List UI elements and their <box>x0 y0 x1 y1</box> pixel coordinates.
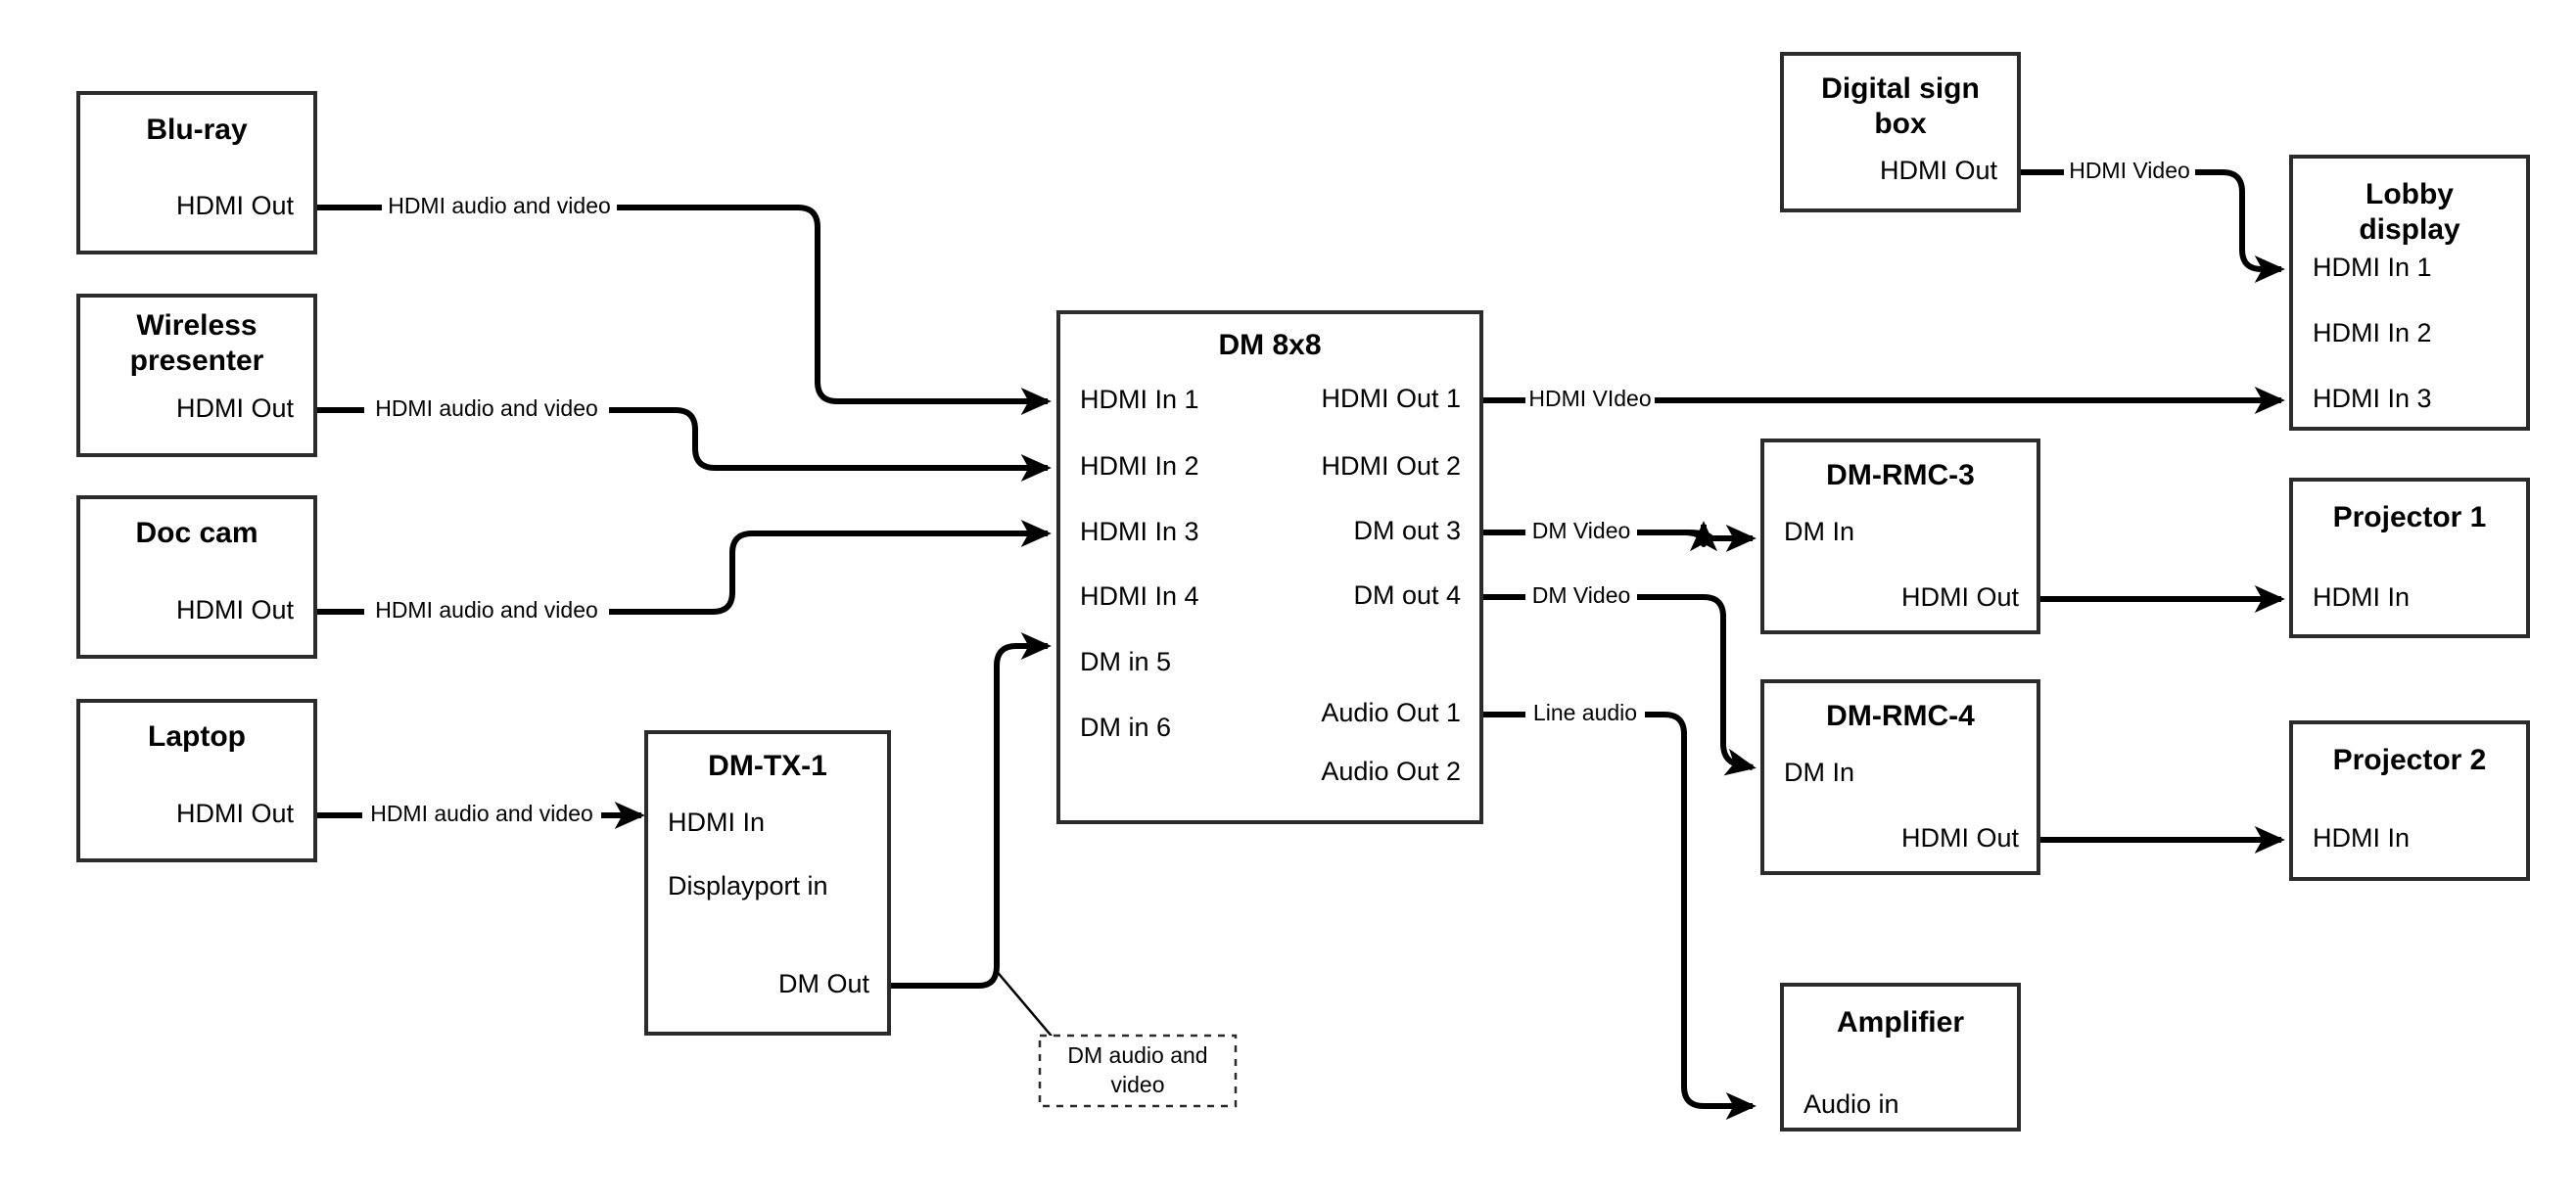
node-lobby-display-title-line2: display <box>2359 213 2460 246</box>
edge-label-dm8x8-audioout1: Line audio <box>1533 700 1637 725</box>
node-laptop-title: Laptop <box>148 720 246 753</box>
node-projector-1-title: Projector 1 <box>2333 501 2487 533</box>
node-bluray[interactable]: Blu-ray HDMI Out <box>76 91 317 254</box>
node-projector-2-box[interactable] <box>2289 720 2530 881</box>
node-digital-sign-box-port-hdmi-out: HDMI Out <box>1880 156 1998 185</box>
node-amplifier[interactable]: Amplifier Audio in <box>1780 983 2021 1132</box>
edge-label-wireless-to-dm8x8: HDMI audio and video <box>375 395 598 421</box>
node-projector-2[interactable]: Projector 2 HDMI In <box>2289 720 2530 881</box>
node-dm-8x8-input-hdmi-in-2: HDMI In 2 <box>1080 451 1199 481</box>
node-projector-2-title: Projector 2 <box>2333 744 2487 776</box>
node-dm-rmc-3-port-hdmi-out: HDMI Out <box>1901 582 2020 612</box>
wire-dm8x8-audioout1-to-amplifier <box>1481 712 1753 1106</box>
edge-label-bluray-to-dm8x8: HDMI audio and video <box>388 193 611 218</box>
edge-label-dm8x8-dmout4: DM Video <box>1532 582 1631 608</box>
node-dm-rmc-4-box[interactable] <box>1760 679 2040 875</box>
callout-dm-audio-and-video-line1: DM audio and <box>1067 1042 1207 1068</box>
node-projector-1[interactable]: Projector 1 HDMI In <box>2289 478 2530 638</box>
wire-dm8x8-dmout3-elbow <box>1637 524 1756 553</box>
callout-dm-audio-and-video-box <box>1038 1034 1238 1108</box>
node-dm-8x8-output-hdmi-out-1: HDMI Out 1 <box>1321 384 1461 413</box>
node-digital-sign-box-title-line1: Digital sign <box>1821 72 1980 105</box>
node-dm-rmc-4[interactable]: DM-RMC-4 DM In HDMI Out <box>1760 679 2040 875</box>
node-dm-8x8-output-dm-out-3: DM out 3 <box>1353 516 1461 545</box>
node-lobby-display-title-line1: Lobby <box>2365 178 2454 210</box>
node-dm-rmc-4-port-dm-in: DM In <box>1784 758 1854 787</box>
node-dm-tx-1-port-hdmi-in: HDMI In <box>668 808 765 837</box>
node-bluray-title: Blu-ray <box>146 114 248 146</box>
node-dm-tx-1[interactable]: DM-TX-1 HDMI In Displayport in DM Out <box>644 730 891 1036</box>
node-laptop-box[interactable] <box>76 699 317 862</box>
node-bluray-port-hdmi-out: HDMI Out <box>176 191 295 220</box>
node-dm-tx-1-port-dm-out: DM Out <box>778 969 870 998</box>
node-projector-1-port-hdmi-in: HDMI In <box>2313 582 2410 612</box>
node-wireless-presenter[interactable]: Wireless presenter HDMI Out <box>76 294 317 457</box>
wire-bluray-to-dm8x8 <box>315 205 1048 401</box>
edge-label-doccam-to-dm8x8: HDMI audio and video <box>375 597 598 623</box>
node-dm-8x8-input-dm-in-6: DM in 6 <box>1080 713 1171 742</box>
edge-label-dm8x8-dmout3: DM Video <box>1532 518 1631 543</box>
callout-dm-audio-and-video-line2: video <box>1111 1072 1165 1097</box>
node-dm-8x8-output-audio-out-2: Audio Out 2 <box>1321 757 1461 786</box>
wire-dmtx1-to-dm8x8 <box>889 631 1052 989</box>
node-wireless-presenter-box[interactable] <box>76 294 317 457</box>
node-digital-sign-box-title-line2: box <box>1874 108 1927 140</box>
node-dm-8x8[interactable]: DM 8x8 HDMI In 1 HDMI In 2 HDMI In 3 HDM… <box>1056 310 1483 824</box>
node-dm-8x8-input-hdmi-in-1: HDMI In 1 <box>1080 385 1199 414</box>
node-dm-rmc-3[interactable]: DM-RMC-3 DM In HDMI Out <box>1760 439 2040 634</box>
node-dm-8x8-input-dm-in-5: DM in 5 <box>1080 647 1171 676</box>
node-dm-8x8-input-hdmi-in-4: HDMI In 4 <box>1080 581 1199 611</box>
node-wireless-presenter-port-hdmi-out: HDMI Out <box>176 393 295 423</box>
node-laptop-port-hdmi-out: HDMI Out <box>176 799 295 828</box>
node-dm-8x8-output-audio-out-1: Audio Out 1 <box>1321 698 1461 727</box>
node-dm-rmc-3-port-dm-in: DM In <box>1784 517 1854 546</box>
edge-label-dm8x8-hdmiout1: HDMI VIdeo <box>1528 386 1651 411</box>
node-lobby-display-port-hdmi-in-3: HDMI In 3 <box>2313 384 2432 413</box>
node-doc-cam-title: Doc cam <box>135 517 258 549</box>
node-wireless-presenter-title-line2: presenter <box>130 345 264 377</box>
wire-dm8x8-dmout4-to-dmrmc4 <box>1481 594 1753 767</box>
node-dm-8x8-box[interactable] <box>1056 310 1483 824</box>
node-dm-tx-1-box[interactable] <box>644 730 891 1036</box>
node-dm-8x8-output-dm-out-4: DM out 4 <box>1353 580 1461 610</box>
node-digital-sign-box[interactable]: Digital sign box HDMI Out <box>1780 52 2021 212</box>
node-dm-rmc-4-title: DM-RMC-4 <box>1826 700 1975 732</box>
node-dm-tx-1-port-displayport-in: Displayport in <box>668 871 828 901</box>
node-amplifier-port-audio-in: Audio in <box>1803 1089 1899 1119</box>
node-amplifier-title: Amplifier <box>1837 1006 1964 1039</box>
edge-label-sign-to-lobby: HDMI Video <box>2069 158 2190 183</box>
callout-dm-audio-and-video: DM audio and video <box>1038 1034 1238 1108</box>
node-dm-rmc-4-port-hdmi-out: HDMI Out <box>1901 823 2020 853</box>
node-doc-cam-port-hdmi-out: HDMI Out <box>176 595 295 624</box>
node-laptop[interactable]: Laptop HDMI Out <box>76 699 317 862</box>
node-digital-sign-box-box[interactable] <box>1780 52 2021 212</box>
wire-wireless-to-dm8x8 <box>315 407 1048 468</box>
node-bluray-box[interactable] <box>76 91 317 254</box>
node-dm-8x8-output-hdmi-out-2: HDMI Out 2 <box>1321 451 1461 481</box>
node-lobby-display-box[interactable] <box>2289 155 2530 431</box>
node-lobby-display-port-hdmi-in-1: HDMI In 1 <box>2313 253 2432 282</box>
node-lobby-display-port-hdmi-in-2: HDMI In 2 <box>2313 318 2432 347</box>
node-projector-2-port-hdmi-in: HDMI In <box>2313 823 2410 853</box>
node-projector-1-box[interactable] <box>2289 478 2530 638</box>
node-dm-rmc-3-title: DM-RMC-3 <box>1826 459 1975 491</box>
wire-doccam-to-dm8x8 <box>315 533 1048 615</box>
node-amplifier-box[interactable] <box>1780 983 2021 1132</box>
node-doc-cam[interactable]: Doc cam HDMI Out <box>76 495 317 659</box>
wire-sign-to-lobby <box>2019 169 2281 269</box>
node-doc-cam-box[interactable] <box>76 495 317 659</box>
node-lobby-display[interactable]: Lobby display HDMI In 1 HDMI In 2 HDMI I… <box>2289 155 2530 431</box>
node-dm-rmc-3-box[interactable] <box>1760 439 2040 634</box>
edge-label-laptop-to-dmtx1: HDMI audio and video <box>370 801 593 826</box>
node-dm-8x8-title: DM 8x8 <box>1218 329 1321 361</box>
leader-dm-audio-video-callout <box>994 968 1060 1046</box>
node-dm-8x8-input-hdmi-in-3: HDMI In 3 <box>1080 517 1199 546</box>
node-dm-tx-1-title: DM-TX-1 <box>708 750 827 782</box>
node-wireless-presenter-title-line1: Wireless <box>136 309 257 342</box>
